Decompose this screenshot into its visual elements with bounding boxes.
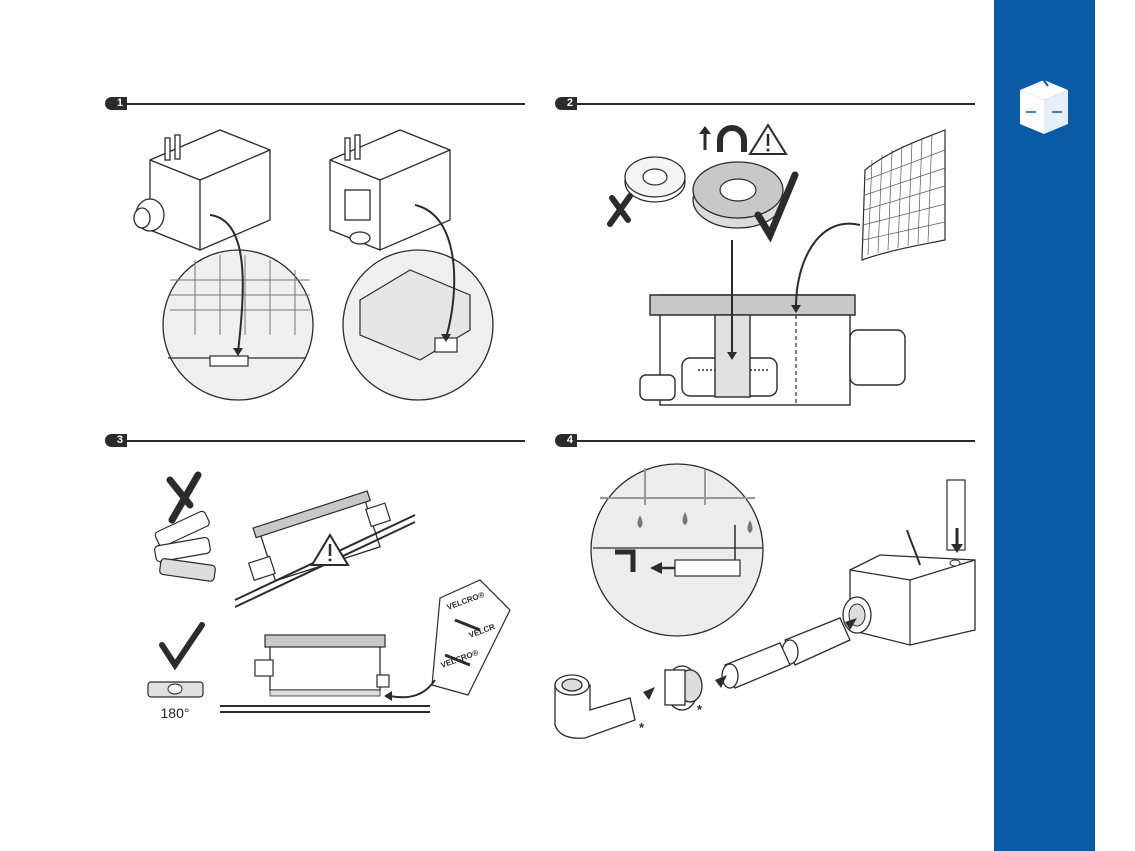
divider xyxy=(577,103,975,105)
sensor-detail xyxy=(675,560,740,576)
zoom-circle-left xyxy=(163,250,313,400)
small-ring xyxy=(625,157,685,202)
arrow-icon xyxy=(390,680,435,697)
step-2-header: 2 xyxy=(555,97,975,113)
elbow-pipe xyxy=(555,675,635,738)
divider xyxy=(127,440,525,442)
hose-segment xyxy=(722,618,850,688)
level-angle-label: 180° xyxy=(161,705,190,721)
asterisk: * xyxy=(639,720,645,735)
box-icon xyxy=(1016,76,1072,138)
warning-icon xyxy=(750,125,786,154)
level-flat xyxy=(148,682,203,697)
step-4-illustration: * * xyxy=(545,460,985,750)
step-1-illustration xyxy=(120,120,520,410)
step-3-illustration: 180° VELCRO® VELCR VELCRO® xyxy=(120,460,520,730)
step-number: 2 xyxy=(555,97,577,110)
pump-body xyxy=(640,295,905,405)
check-icon xyxy=(162,625,202,665)
step-2-illustration xyxy=(600,120,980,410)
arrow-icon xyxy=(699,126,711,150)
velcro-sheet: VELCRO® VELCR VELCRO® xyxy=(432,580,510,695)
magnet-icon xyxy=(720,128,744,152)
pump-flat xyxy=(255,635,389,696)
cross-icon xyxy=(610,196,630,224)
pump-unit xyxy=(843,480,975,645)
pump-housing-left xyxy=(134,130,270,250)
pump-tilted xyxy=(239,487,397,587)
arrow-icon xyxy=(643,687,655,700)
asterisk: * xyxy=(697,702,703,717)
step-number: 1 xyxy=(105,97,127,110)
sensor-detail xyxy=(210,356,248,366)
divider xyxy=(127,103,525,105)
large-ring xyxy=(693,162,783,228)
step-1-header: 1 xyxy=(105,97,525,113)
divider xyxy=(577,440,975,442)
step-number: 4 xyxy=(555,434,577,447)
step-4-header: 4 xyxy=(555,434,975,450)
sidebar xyxy=(994,0,1095,851)
step-number: 3 xyxy=(105,434,127,447)
pump-housing-right xyxy=(330,130,450,250)
mesh-filter xyxy=(862,130,945,260)
cross-icon xyxy=(170,475,198,520)
step-3-header: 3 xyxy=(105,434,525,450)
tilted-levels xyxy=(154,510,216,582)
